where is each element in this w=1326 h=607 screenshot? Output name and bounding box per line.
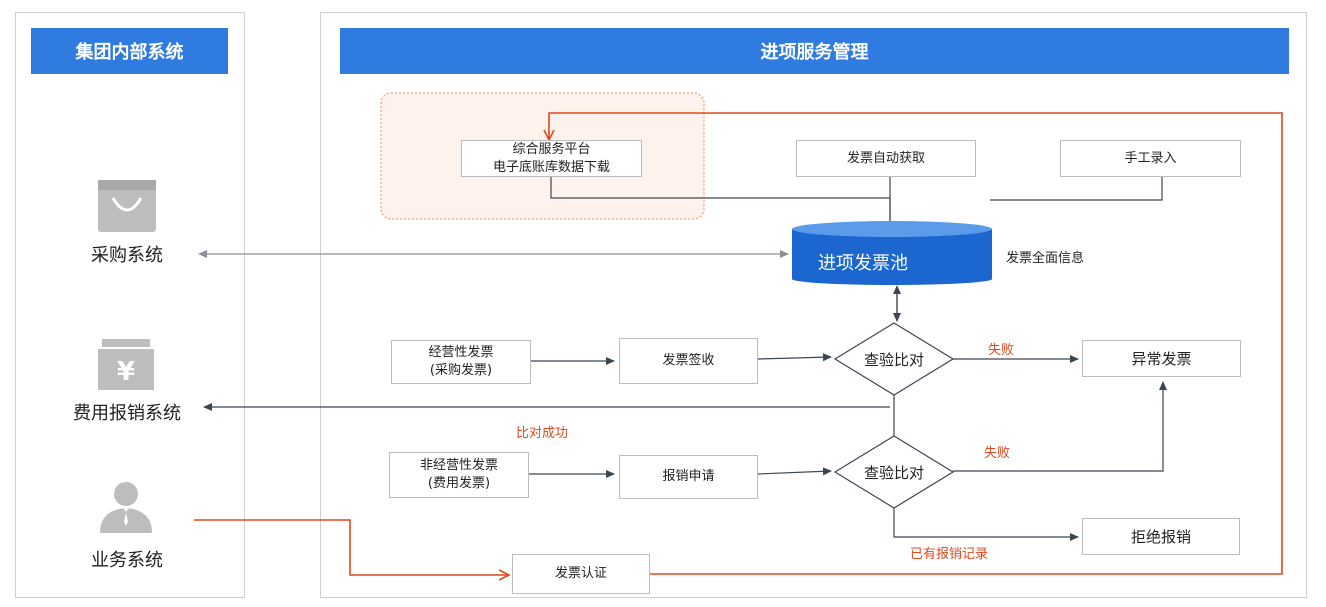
check1-label: 查验比对 — [863, 351, 924, 369]
system-label-purchasing: 采购系统 — [91, 245, 163, 266]
certify-box: 发票认证 — [512, 554, 650, 594]
line-check2-to-abnormal — [953, 381, 1167, 472]
svg-text:¥: ¥ — [117, 357, 135, 387]
reimburse-apply-box: 报销申请 — [619, 455, 758, 499]
invoice-pool-cylinder — [792, 221, 992, 285]
fail-label-1: 失败 — [988, 343, 1015, 358]
nonoperating-invoice-box: 非经营性发票 (费用发票) — [389, 452, 529, 498]
line-check2-to-reject — [893, 508, 1079, 541]
line-sign-to-check1 — [757, 353, 832, 362]
line-reimburse-to-check2 — [757, 467, 832, 476]
invoice-pool-label: 进项发票池 — [818, 253, 908, 274]
platform-download-box: 综合服务平台 电子底账库数据下载 — [461, 140, 642, 177]
sign-receive-box: 发票签收 — [619, 338, 758, 384]
auto-fetch-box: 发票自动获取 — [796, 140, 976, 177]
system-label-expense: 费用报销系统 — [73, 403, 181, 424]
full-info-label: 发票全面信息 — [1006, 251, 1085, 266]
user-icon — [100, 482, 152, 533]
red-flow-certify-to-platform — [549, 112, 1283, 575]
right-panel-title: 进项服务管理 — [340, 28, 1289, 74]
shopping-bag-icon — [98, 180, 156, 232]
platform-line1: 综合服务平台 — [512, 141, 591, 157]
fail-label-2: 失败 — [984, 446, 1011, 461]
operating-line1: 经营性发票 — [428, 345, 494, 360]
nonop-line1: 非经营性发票 — [419, 458, 498, 473]
check2-label: 查验比对 — [863, 464, 924, 482]
reject-reimburse-box: 拒绝报销 — [1082, 518, 1240, 555]
operating-line2: (采购发票) — [429, 363, 493, 378]
already-reimbursed-label: 已有报销记录 — [910, 547, 989, 562]
nonop-line2: (费用发票) — [427, 476, 491, 491]
abnormal-invoice-box: 异常发票 — [1082, 340, 1241, 377]
operating-invoice-box: 经营性发票 (采购发票) — [391, 340, 531, 384]
platform-line2: 电子底账库数据下载 — [492, 159, 610, 175]
left-panel-title: 集团内部系统 — [31, 28, 228, 74]
line-manual-to-pool — [990, 177, 1163, 201]
match-success-label: 比对成功 — [516, 426, 569, 441]
manual-entry-box: 手工录入 — [1060, 140, 1241, 177]
yen-receipt-icon: ¥ — [98, 339, 154, 390]
red-flow-business-to-certify — [194, 519, 508, 575]
system-label-business: 业务系统 — [91, 550, 163, 571]
